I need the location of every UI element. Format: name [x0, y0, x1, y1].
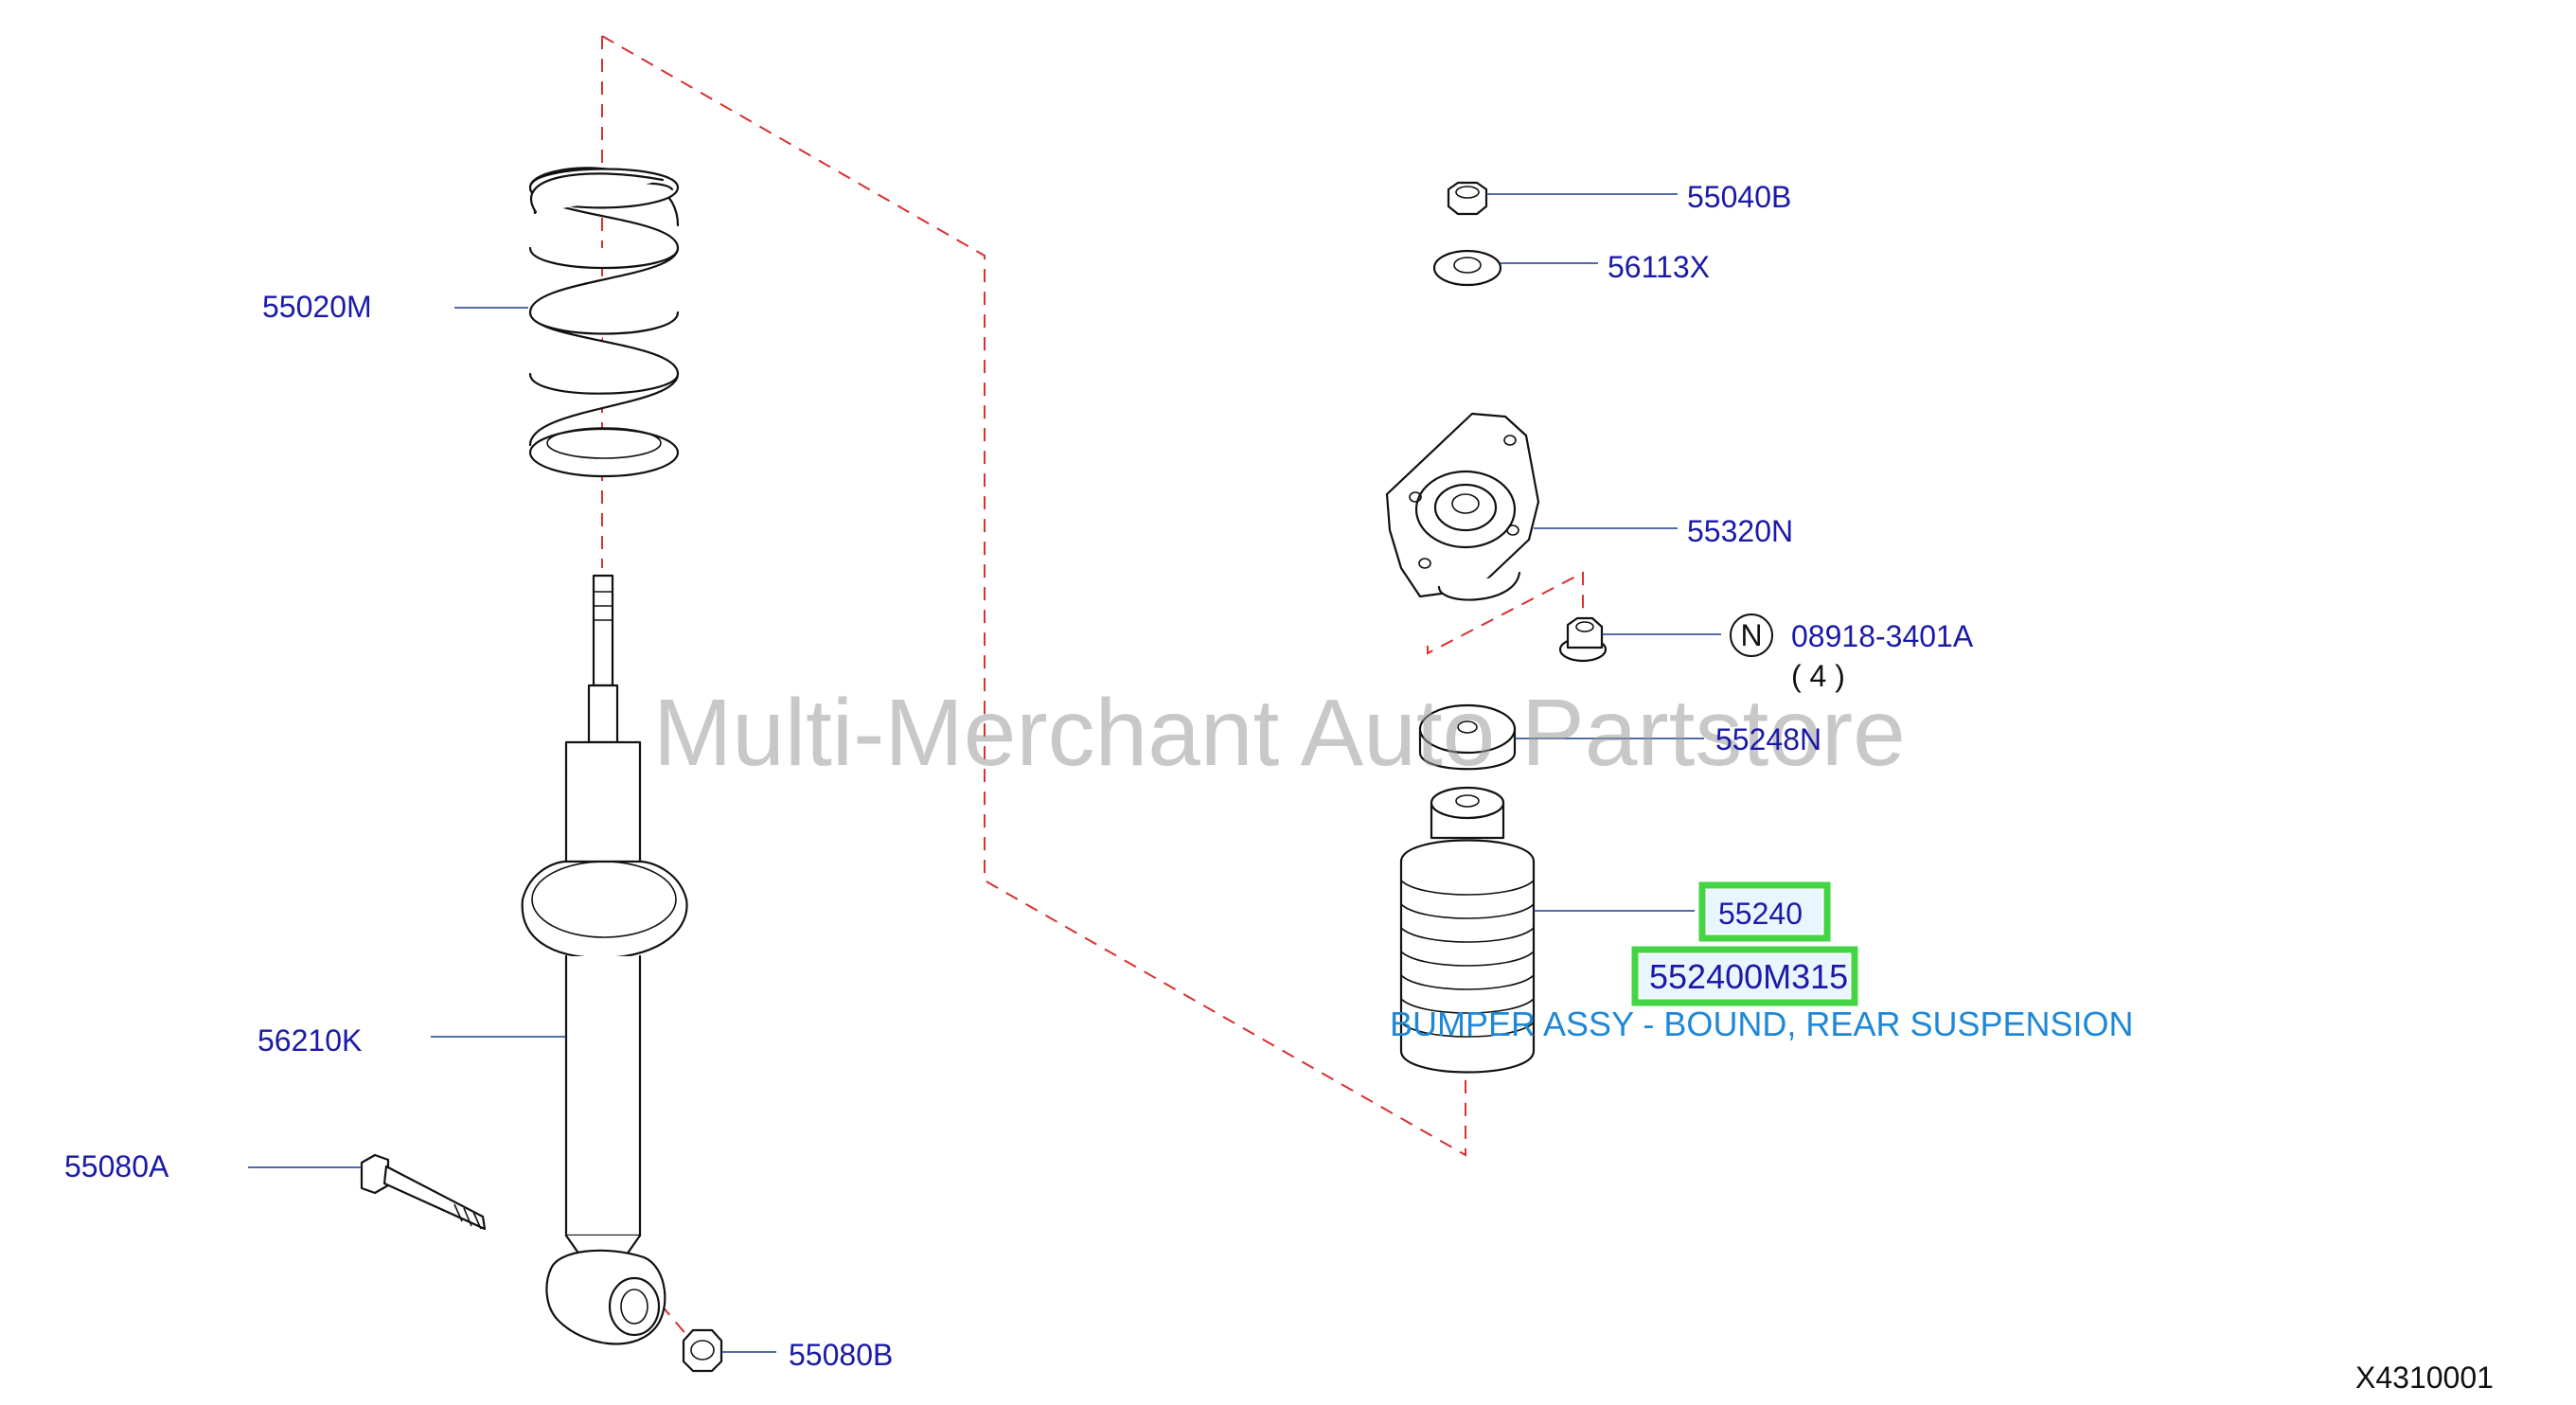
label-flange-nut-qty: ( 4 ): [1791, 659, 1845, 693]
leader-lines: [248, 193, 1721, 1353]
flange-nut-marker: N: [1730, 614, 1773, 657]
watermark-text: Multi-Merchant Auto Partstore: [653, 680, 1906, 786]
diagram-code: X4310001: [2355, 1361, 2494, 1395]
shock-absorber[interactable]: [521, 574, 688, 1345]
label-top-washer[interactable]: 56113X: [1608, 250, 1710, 284]
highlight-box-bumper-part-number: [1631, 946, 1858, 1006]
label-flange-nut[interactable]: 08918-3401A: [1791, 619, 1974, 653]
label-top-nut[interactable]: 55040B: [1687, 180, 1791, 214]
flange-nut-marker-letter: N: [1740, 618, 1762, 652]
label-bumper-description: BUMPER ASSY - BOUND, REAR SUSPENSION: [1390, 1005, 2134, 1043]
label-bumper-part-number[interactable]: 552400M315: [1649, 957, 1848, 996]
label-bolt[interactable]: 55080A: [64, 1149, 169, 1183]
label-bumper[interactable]: 55240: [1718, 897, 1803, 931]
bound-bumper[interactable]: [1399, 786, 1536, 1074]
mount-insulator[interactable]: [1385, 412, 1540, 601]
coil-spring[interactable]: [528, 167, 680, 478]
label-bound-seat[interactable]: 55248N: [1715, 722, 1821, 756]
label-shock-absorber[interactable]: 56210K: [258, 1023, 362, 1058]
label-coil-spring[interactable]: 55020M: [262, 290, 372, 324]
label-bg-bumper: [1707, 890, 1822, 934]
lower-nut[interactable]: [682, 1328, 723, 1373]
bound-seat[interactable]: [1418, 703, 1517, 771]
bolt[interactable]: [360, 1153, 487, 1231]
flange-nut[interactable]: [1558, 616, 1608, 663]
top-washer[interactable]: [1432, 249, 1502, 287]
label-lower-nut[interactable]: 55080B: [789, 1338, 893, 1372]
label-bg-bumper-part-number: [1640, 954, 1850, 998]
top-nut[interactable]: [1447, 181, 1488, 216]
label-mount-insulator[interactable]: 55320N: [1687, 514, 1793, 548]
highlight-box-bumper: [1698, 881, 1831, 942]
